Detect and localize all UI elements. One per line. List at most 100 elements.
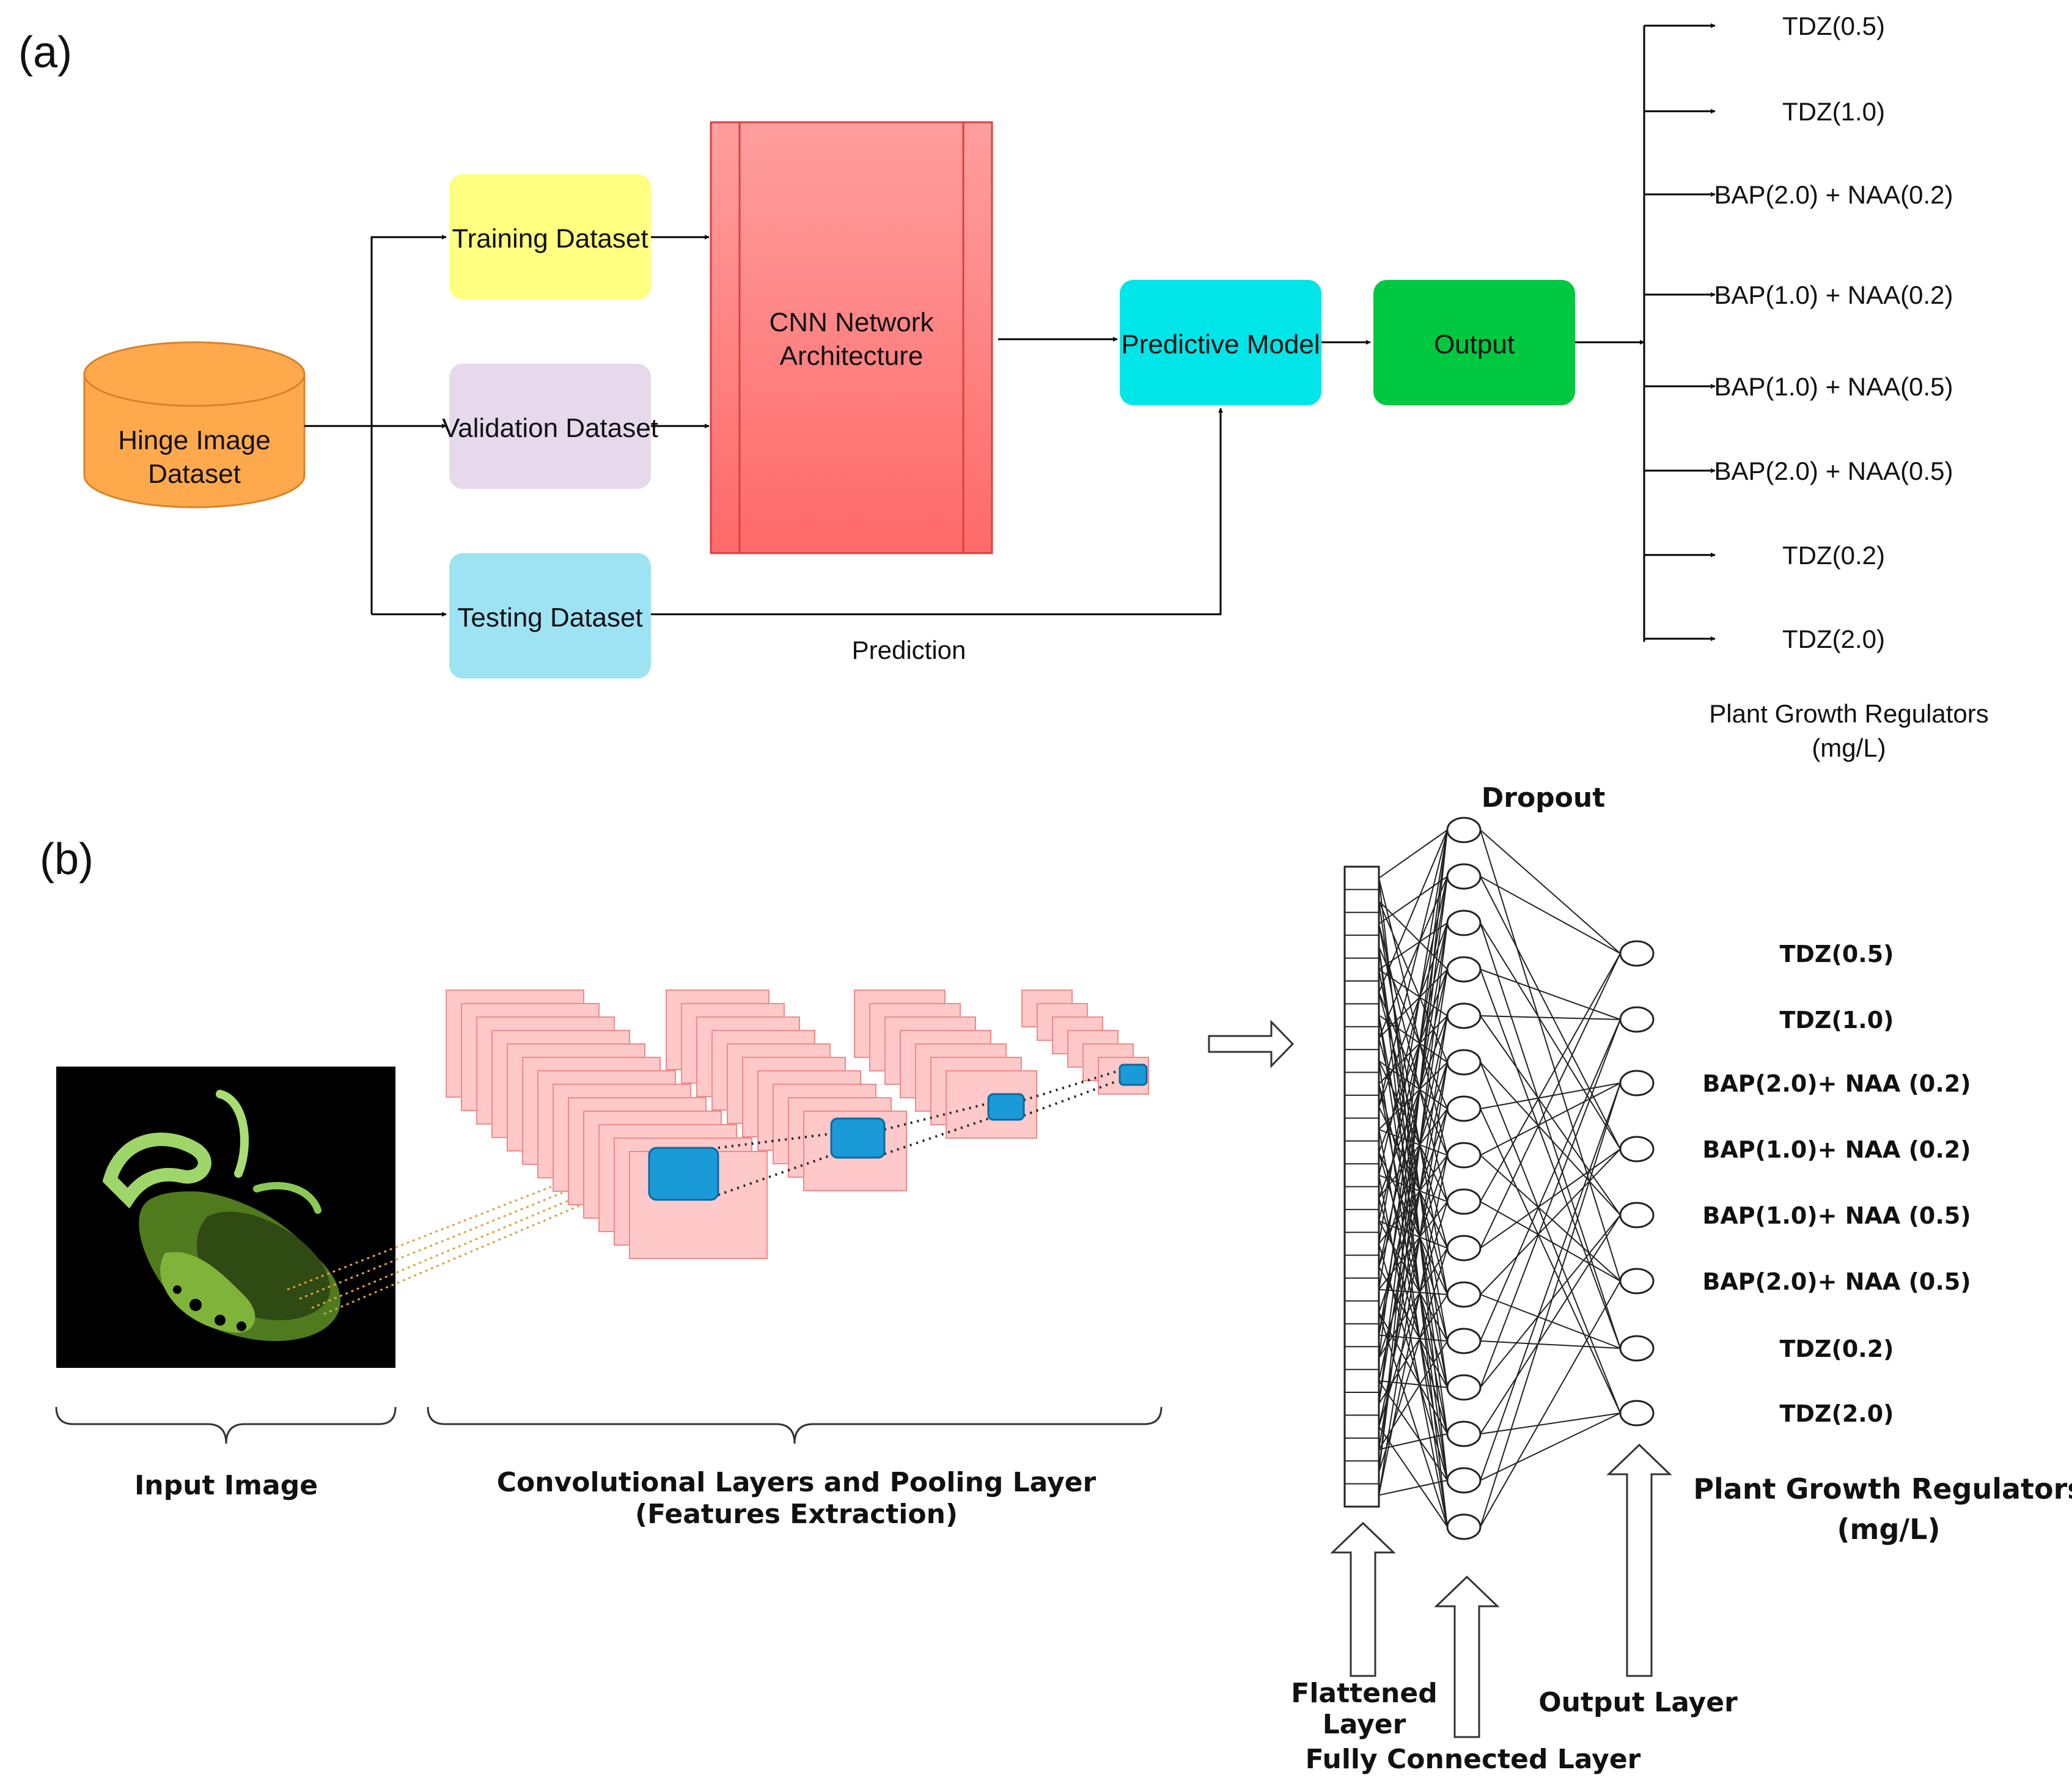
hidden-to-output-edge [1480,1062,1621,1216]
panel-b-class-list: TDZ(0.5)TDZ(1.0)BAP(2.0)+ NAA (0.2)BAP(1… [1702,941,1971,1427]
hidden-to-output-edge [1480,829,1621,1282]
hidden-to-output-edge [1480,876,1621,954]
prediction-path-arrow [651,408,1223,615]
panel-a-pgr-line2: (mg/L) [1812,733,1886,762]
output-box: Output [1373,280,1575,405]
hidden-node [1446,909,1482,936]
hidden-node [1446,1142,1482,1169]
hidden-node [1446,863,1482,890]
hidden-to-output-edge [1480,1108,1621,1414]
cnn-rect [710,121,993,554]
panel-a-class-label: BAP(2.0) + NAA(0.2) [1714,180,1953,209]
fully-connected-label: Fully Connected Layer [1306,1744,1641,1775]
hidden-to-output-edge [1480,1201,1621,1282]
plant-explant-picture [102,1090,341,1342]
output-node [1619,1400,1655,1427]
flat-to-hidden-edge [1378,829,1448,993]
panel-b-class-label: TDZ(0.2) [1779,1335,1894,1362]
flat-to-hidden-edge [1378,1062,1448,1267]
hidden-to-output-edge [1480,1019,1621,1388]
kernel-3 [987,1093,1025,1121]
output-layer-nodes [1619,940,1655,1427]
flat-to-hidden-edge [1378,1062,1448,1496]
panel-b-class-label: BAP(1.0)+ NAA (0.2) [1702,1136,1971,1163]
conv-label-line1: Convolutional Layers and Pooling Layer [497,1467,1097,1498]
dataset-split-connectors [304,235,447,617]
flat-to-hidden-edge [1378,900,1448,1063]
hidden-to-output-edge [1480,1280,1621,1527]
flat-to-hidden-edge [1378,969,1448,1153]
flat-to-hidden-edge [1378,1480,1448,1496]
hidden-node [1446,1095,1482,1122]
flattened-label-line1: Flattened [1291,1678,1437,1709]
hidden-node [1446,1374,1482,1401]
flat-to-hidden-edge [1378,922,1448,971]
hidden-node [1446,956,1482,983]
hidden-to-output-edge [1480,876,1621,1150]
flat-to-hidden-edge [1378,1155,1448,1359]
hidden-node [1446,817,1482,843]
fully-connected-network [1343,817,1655,1540]
flat-to-hidden-edge [1378,876,1448,1176]
hidden-node [1446,1328,1482,1354]
flat-to-hidden-edge [1378,922,1448,1473]
dropout-label: Dropout [1482,782,1606,814]
panel-a: (a) Hinge Image Dataset Training Dataset… [18,12,1989,762]
flat-to-hidden-edge [1378,829,1448,1359]
fully-connected-arrow [1434,1575,1500,1738]
hidden-to-output-edge [1480,1412,1621,1435]
flat-to-hidden-edge [1378,1015,1448,1084]
flat-to-hidden-edge [1378,876,1448,1404]
flat-to-hidden-edge [1378,1155,1448,1496]
output-node [1619,1268,1655,1295]
panel-a-class-label: TDZ(2.0) [1782,625,1885,653]
hidden-to-output-edge [1480,1015,1621,1020]
hidden-to-output-edge [1480,969,1621,1020]
kernel-4 [1119,1063,1148,1086]
hidden-to-output-edge [1480,1148,1621,1295]
testing-dataset-label: Testing Dataset [457,603,642,633]
output-layer-arrow [1606,1443,1672,1677]
output-node [1619,1070,1655,1097]
flat-to-hidden-edge [1378,924,1448,1202]
output-node [1619,1136,1655,1163]
testing-dataset-rect [449,553,651,678]
hidden-to-output-edge [1480,969,1621,1349]
panel-b-label: (b) [40,835,94,884]
flat-to-hidden-edge [1378,876,1448,925]
input-image [56,1067,395,1368]
dataset-label-line1: Hinge Image [118,425,270,455]
flat-to-hidden-edge [1378,969,1448,1016]
to-network-hollow-arrow [1208,1019,1295,1068]
output-node [1619,1006,1655,1033]
training-dataset-box: Training Dataset [449,174,651,299]
flat-to-hidden-edge [1378,1433,1448,1450]
feature-map-stacks [446,990,1149,1259]
panel-a-class-label: BAP(1.0) + NAA(0.2) [1714,281,1953,309]
flat-to-hidden-edge [1378,1426,1448,1527]
kernel-connection-lines [718,1070,1119,1196]
hidden-to-output-edge [1480,1340,1621,1349]
kernel-2 [830,1117,886,1159]
flat-to-hidden-edge [1378,1015,1448,1481]
flat-to-hidden-edge [1378,1340,1448,1450]
cnn-architecture-block: CNN Network Architecture [710,121,993,554]
flat-to-hidden-edge [1378,829,1448,879]
flat-to-hidden-edge [1378,1015,1448,1335]
hidden-to-output-edge [1480,1214,1621,1435]
panel-a-pgr-line1: Plant Growth Regulators [1709,699,1989,728]
hidden-node [1446,1420,1482,1447]
hidden-to-output-edge [1480,1294,1621,1349]
panel-b-class-label: TDZ(2.0) [1779,1400,1894,1427]
panel-a-class-label: BAP(1.0) + NAA(0.5) [1714,372,1953,401]
testing-dataset-box: Testing Dataset [449,553,651,678]
flat-to-hidden-edge [1378,969,1448,1039]
conv-label-line2: (Features Extraction) [635,1499,958,1530]
hidden-node [1446,1281,1482,1308]
prediction-label: Prediction [852,636,966,664]
hidden-node [1446,1049,1482,1076]
flat-to-hidden-edge [1378,1084,1448,1435]
flat-to-hidden-edge [1378,924,1448,1295]
flattened-layer [1343,865,1380,1508]
flat-to-hidden-edge [1378,922,1448,1107]
